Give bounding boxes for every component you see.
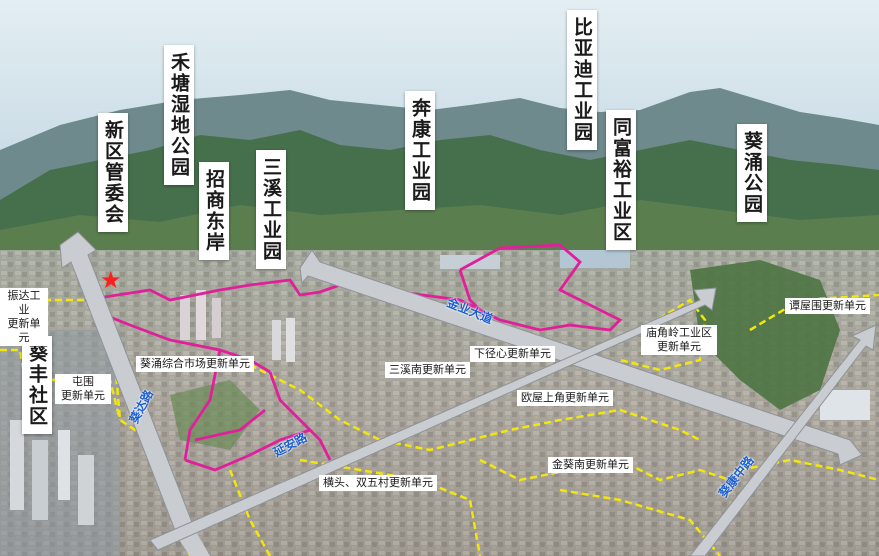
- label-tongfuyu-gongyeyuan: 同富裕工业区: [606, 110, 636, 250]
- star-icon: ★: [100, 266, 122, 294]
- unit-tunwei: 屯围 更新单元: [55, 374, 111, 404]
- unit-ouwu: 欧屋上角更新单元: [517, 390, 613, 406]
- unit-xiajingxin: 下径心更新单元: [470, 346, 555, 362]
- label-benkang-gongyeyuan: 奔康工业园: [405, 91, 435, 210]
- label-hetang-shidi: 禾塘湿地公园: [164, 45, 194, 185]
- label-biyadi-gongyeyuan: 比亚迪工业园: [567, 10, 597, 150]
- label-kuichong-gongyuan: 葵涌公园: [737, 124, 767, 222]
- green-patch: [170, 380, 260, 450]
- park-hill: [690, 260, 840, 410]
- unit-jinkuinan: 金葵南更新单元: [548, 457, 633, 473]
- unit-tanwuwei: 谭屋围更新单元: [785, 298, 870, 314]
- unit-sanxinan: 三溪南更新单元: [385, 362, 470, 378]
- label-sanxi-gongyeyuan: 三溪工业园: [256, 150, 286, 269]
- road-arrows: [59, 231, 877, 556]
- unit-shichang: 葵涌综合市场更新单元: [136, 356, 254, 372]
- unit-hengtou: 横头、双五村更新单元: [319, 475, 437, 491]
- magenta-boundaries: [84, 243, 623, 472]
- label-zhaoshang-dongan: 招商东岸: [199, 162, 229, 260]
- label-xinqu-guanweihui: 新区管委会: [98, 113, 128, 232]
- unit-zhenda: 振达工业 更新单元: [0, 288, 48, 346]
- unit-miaojiaoling: 庙角岭工业区 更新单元: [641, 325, 717, 355]
- label-kuifeng-shequ: 葵丰社区: [22, 336, 52, 434]
